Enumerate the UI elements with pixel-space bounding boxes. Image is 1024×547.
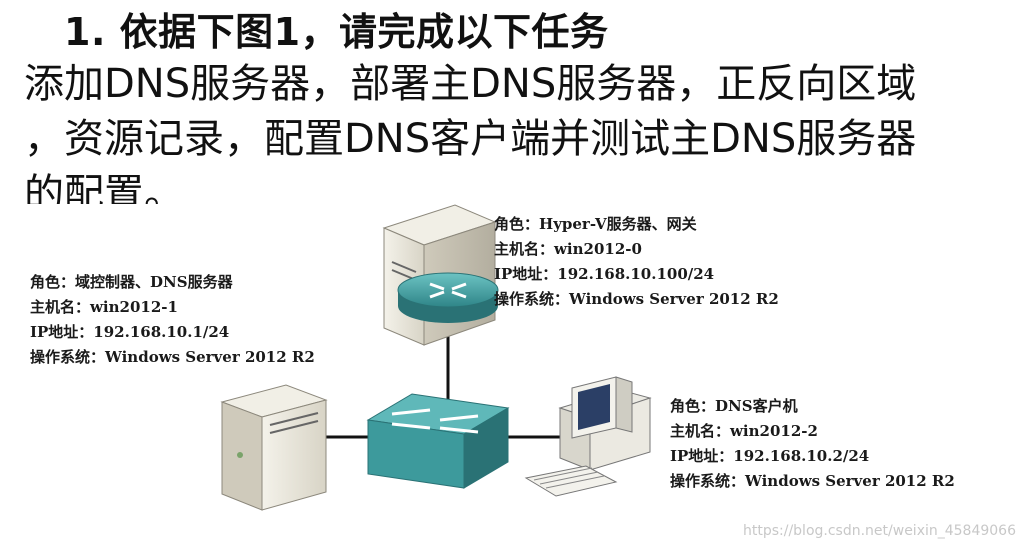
client-os-row: 操作系统：Windows Server 2012 R2 xyxy=(670,469,955,494)
client-ip: 192.168.10.2/24 xyxy=(733,447,870,465)
gateway-ip-key: IP地址： xyxy=(494,265,558,283)
client-ip-row: IP地址：192.168.10.2/24 xyxy=(670,444,955,469)
client-host-row: 主机名：win2012-2 xyxy=(670,419,955,444)
task-text-line-2: ，资源记录，配置DNS客户端并测试主DNS服务器 xyxy=(24,116,917,162)
client-os-key: 操作系统： xyxy=(670,472,746,490)
dc-ip: 192.168.10.1/24 xyxy=(93,323,230,341)
client-info: 角色：DNS客户机 主机名：win2012-2 IP地址：192.168.10.… xyxy=(670,394,955,494)
router-icon xyxy=(397,272,499,323)
gateway-role-row: 角色：Hyper-V服务器、网关 xyxy=(494,212,779,237)
switch-icon xyxy=(366,393,510,489)
client-host-key: 主机名： xyxy=(670,422,731,440)
dc-role-row: 角色：域控制器、DNS服务器 xyxy=(30,270,315,295)
client-role-row: 角色：DNS客户机 xyxy=(670,394,955,419)
task-text-line-3: 的配置。 xyxy=(24,171,184,204)
dc-role-key: 角色： xyxy=(30,273,76,291)
gateway-os-row: 操作系统：Windows Server 2012 R2 xyxy=(494,287,779,312)
task-heading: 1. 依据下图1，请完成以下任务 xyxy=(64,10,609,54)
gateway-host-key: 主机名： xyxy=(494,240,555,258)
gateway-info: 角色：Hyper-V服务器、网关 主机名：win2012-0 IP地址：192.… xyxy=(494,212,779,312)
dc-os-row: 操作系统：Windows Server 2012 R2 xyxy=(30,345,315,370)
client-os: Windows Server 2012 R2 xyxy=(745,472,955,490)
gateway-ip: 192.168.10.100/24 xyxy=(557,265,715,283)
gateway-os-key: 操作系统： xyxy=(494,290,570,308)
gateway-role-key: 角色： xyxy=(494,215,540,233)
dc-os-key: 操作系统： xyxy=(30,348,106,366)
gateway-ip-row: IP地址：192.168.10.100/24 xyxy=(494,262,779,287)
client-role-key: 角色： xyxy=(670,397,716,415)
dc-role: 域控制器、DNS服务器 xyxy=(75,273,233,291)
watermark-url: https://blog.csdn.net/weixin_45849066 xyxy=(742,523,1016,539)
dc-os: Windows Server 2012 R2 xyxy=(105,348,315,366)
client-computer-icon xyxy=(524,376,652,497)
dc-ip-row: IP地址：192.168.10.1/24 xyxy=(30,320,315,345)
task-text-line-1: 添加DNS服务器，部署主DNS服务器，正反向区域 xyxy=(24,61,917,107)
client-ip-key: IP地址： xyxy=(670,447,734,465)
dc-host-key: 主机名： xyxy=(30,298,91,316)
dc-info: 角色：域控制器、DNS服务器 主机名：win2012-1 IP地址：192.16… xyxy=(30,270,315,370)
gateway-host: win2012-0 xyxy=(554,240,642,258)
gateway-host-row: 主机名：win2012-0 xyxy=(494,237,779,262)
client-role: DNS客户机 xyxy=(715,397,798,415)
dc-host: win2012-1 xyxy=(90,298,178,316)
gateway-role: Hyper-V服务器、网关 xyxy=(539,215,697,233)
gateway-os: Windows Server 2012 R2 xyxy=(569,290,779,308)
dc-host-row: 主机名：win2012-1 xyxy=(30,295,315,320)
client-host: win2012-2 xyxy=(730,422,818,440)
network-links xyxy=(325,330,565,439)
dc-server-icon xyxy=(220,384,328,511)
dc-ip-key: IP地址： xyxy=(30,323,94,341)
